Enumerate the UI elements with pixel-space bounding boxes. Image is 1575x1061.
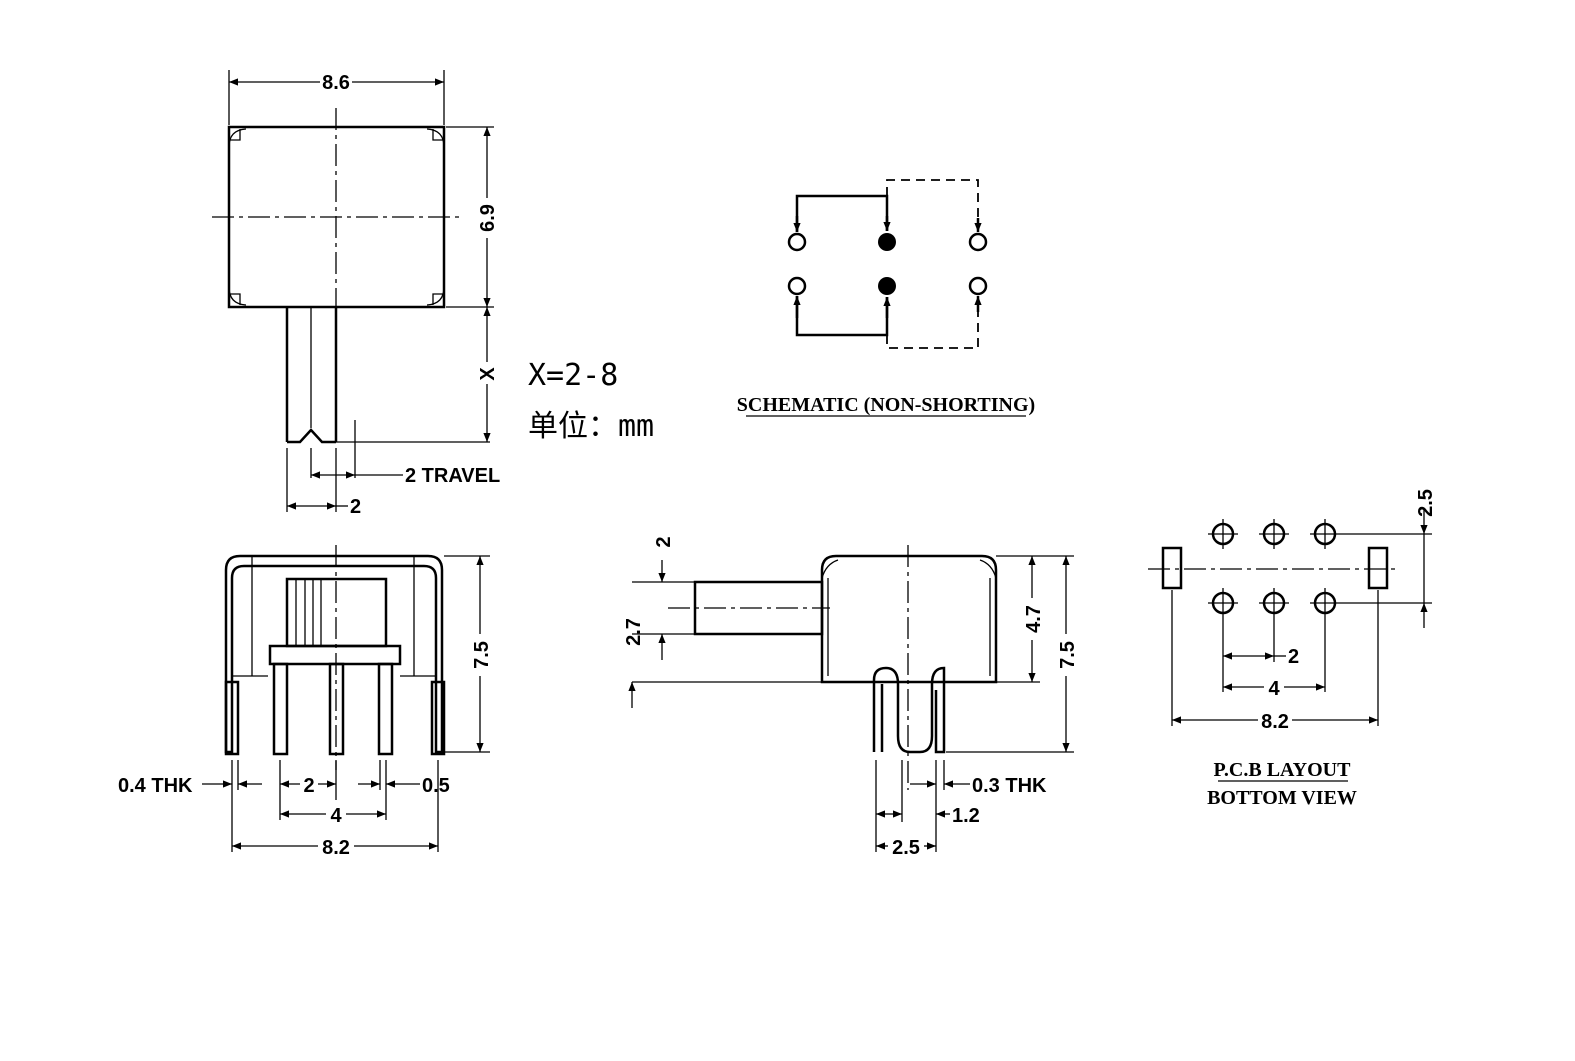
pcb-layout: 2.5 2 4 8.2 P.C.B LAYOUT BOTTOM VIEW — [1148, 489, 1437, 809]
contact-common — [878, 277, 896, 295]
side-pin-span-label: 2.5 — [892, 837, 920, 859]
pcb-span-label: 4 — [1268, 678, 1280, 700]
side-pin-thickness-label: 0.3 THK — [972, 775, 1047, 797]
front-pin-width-label: 0.5 — [422, 775, 450, 797]
pcb-hole — [1310, 588, 1340, 618]
front-height-label: 7.5 — [471, 641, 493, 669]
pcb-caption-line2: BOTTOM VIEW — [1207, 787, 1357, 809]
side-offset-label: 2 — [653, 536, 675, 547]
width-dim-label: 8.6 — [322, 72, 350, 94]
pin — [377, 662, 394, 756]
side-body-height-label: 4.7 — [1023, 605, 1045, 633]
actuator — [285, 307, 338, 444]
actuator-width-label: 2 — [350, 496, 361, 518]
pcb-hole — [1259, 519, 1289, 549]
side-view: 2 2.7 4.7 7.5 0.3 THK 1.2 2.5 — [623, 536, 1079, 859]
pcb-slot — [1161, 546, 1183, 590]
pcb-hole — [1259, 588, 1289, 618]
shell-leg — [430, 680, 446, 756]
contact-open — [968, 232, 988, 252]
height-dim-label: 6.9 — [477, 204, 499, 232]
pcb-hole — [1310, 519, 1340, 549]
shell-leg — [224, 680, 240, 756]
pin — [272, 662, 289, 756]
actuator-dim-label: X — [477, 367, 499, 381]
front-pin-thickness-label: 0.4 THK — [118, 775, 193, 797]
pcb-pitch-label: 2 — [1288, 646, 1299, 668]
pcb-hole — [1208, 588, 1238, 618]
front-view-shell — [224, 554, 444, 754]
schematic: SCHEMATIC (NON-SHORTING) — [737, 179, 1035, 417]
x-range-note: X=2-8 — [528, 358, 618, 393]
travel-label: 2 TRAVEL — [405, 465, 500, 487]
contact-open — [787, 232, 807, 252]
side-actuator-height-label: 2.7 — [623, 618, 645, 646]
side-total-height-label: 7.5 — [1057, 641, 1079, 669]
side-pin-width-label: 1.2 — [952, 805, 980, 827]
contact-open — [968, 276, 988, 296]
unit-note: 单位：mm — [528, 409, 654, 444]
front-base — [268, 644, 402, 666]
contact-open — [787, 276, 807, 296]
front-pitch-label: 2 — [303, 775, 314, 797]
pcb-slot — [1367, 546, 1389, 590]
top-view: 8.6 6.9 X 2 TRAVEL 2 — [212, 70, 500, 518]
pcb-caption-line1: P.C.B LAYOUT — [1214, 759, 1352, 781]
front-view: 7.5 0.4 THK 2 0.5 4 8.2 — [118, 545, 493, 859]
front-span-label: 4 — [330, 805, 342, 827]
schematic-caption: SCHEMATIC (NON-SHORTING) — [737, 394, 1035, 416]
side-view-body — [820, 554, 998, 684]
side-pins — [872, 666, 946, 754]
pcb-overall-label: 8.2 — [1261, 711, 1289, 733]
contact-common — [878, 233, 896, 251]
pcb-row-spacing-label: 2.5 — [1415, 489, 1437, 517]
front-overall-label: 8.2 — [322, 837, 350, 859]
pcb-hole — [1208, 519, 1238, 549]
